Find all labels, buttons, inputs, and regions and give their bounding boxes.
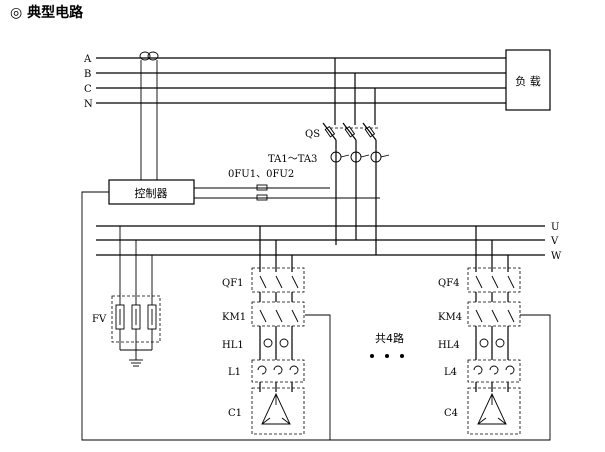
- branch-4-c-label: C4: [444, 408, 458, 419]
- bus-label-b: B: [84, 69, 91, 80]
- ofu-label: 0FU1、0FU2: [228, 169, 294, 180]
- branch-1-c-label: C1: [228, 408, 242, 419]
- total-label: 共4路: [375, 332, 404, 345]
- branch-4-hl-label: HL4: [438, 340, 460, 351]
- bus-label-c: C: [84, 84, 92, 95]
- load-box: [505, 49, 551, 111]
- bus-label-a: A: [83, 54, 92, 65]
- bus-label-w: W: [551, 251, 562, 262]
- fuse-ofu2: [256, 194, 268, 201]
- controller-label: 控制器: [135, 186, 168, 200]
- ta-label: TA1～TA3: [268, 154, 317, 165]
- fuse-ofu1: [256, 184, 268, 191]
- branch-1-hl-label: HL1: [222, 340, 244, 351]
- fv-arrester: [111, 226, 161, 367]
- branch-4-qf-label: QF4: [438, 278, 460, 289]
- branch-4-l-label: L4: [444, 367, 457, 378]
- controller-loop-mid: [305, 314, 331, 440]
- ellipsis-dot-3: [400, 354, 404, 358]
- ta-transformers: [330, 151, 390, 163]
- branch-1: [251, 226, 305, 435]
- page-title: ◎ 典型电路: [10, 5, 84, 21]
- branch-4-km-label: KM4: [438, 312, 462, 323]
- current-transformer-coil: [139, 51, 159, 180]
- fv-label: FV: [92, 314, 107, 325]
- branch-1-l-label: L1: [228, 367, 241, 378]
- branch-4: [467, 226, 521, 435]
- branch-1-km-label: KM1: [222, 312, 246, 323]
- bus-label-u: U: [551, 222, 559, 233]
- branch-1-qf-label: QF1: [222, 278, 244, 289]
- ellipsis-dot-1: [370, 354, 374, 358]
- ellipsis-dot-2: [385, 354, 389, 358]
- bus-label-n: N: [84, 99, 93, 110]
- qs-switch: [322, 58, 378, 255]
- controller-loop-left: [81, 191, 330, 441]
- qs-label: QS: [305, 129, 320, 140]
- load-label: 负 载: [515, 74, 541, 88]
- controller-loop-right: [330, 314, 551, 441]
- bus-label-v: V: [550, 236, 559, 247]
